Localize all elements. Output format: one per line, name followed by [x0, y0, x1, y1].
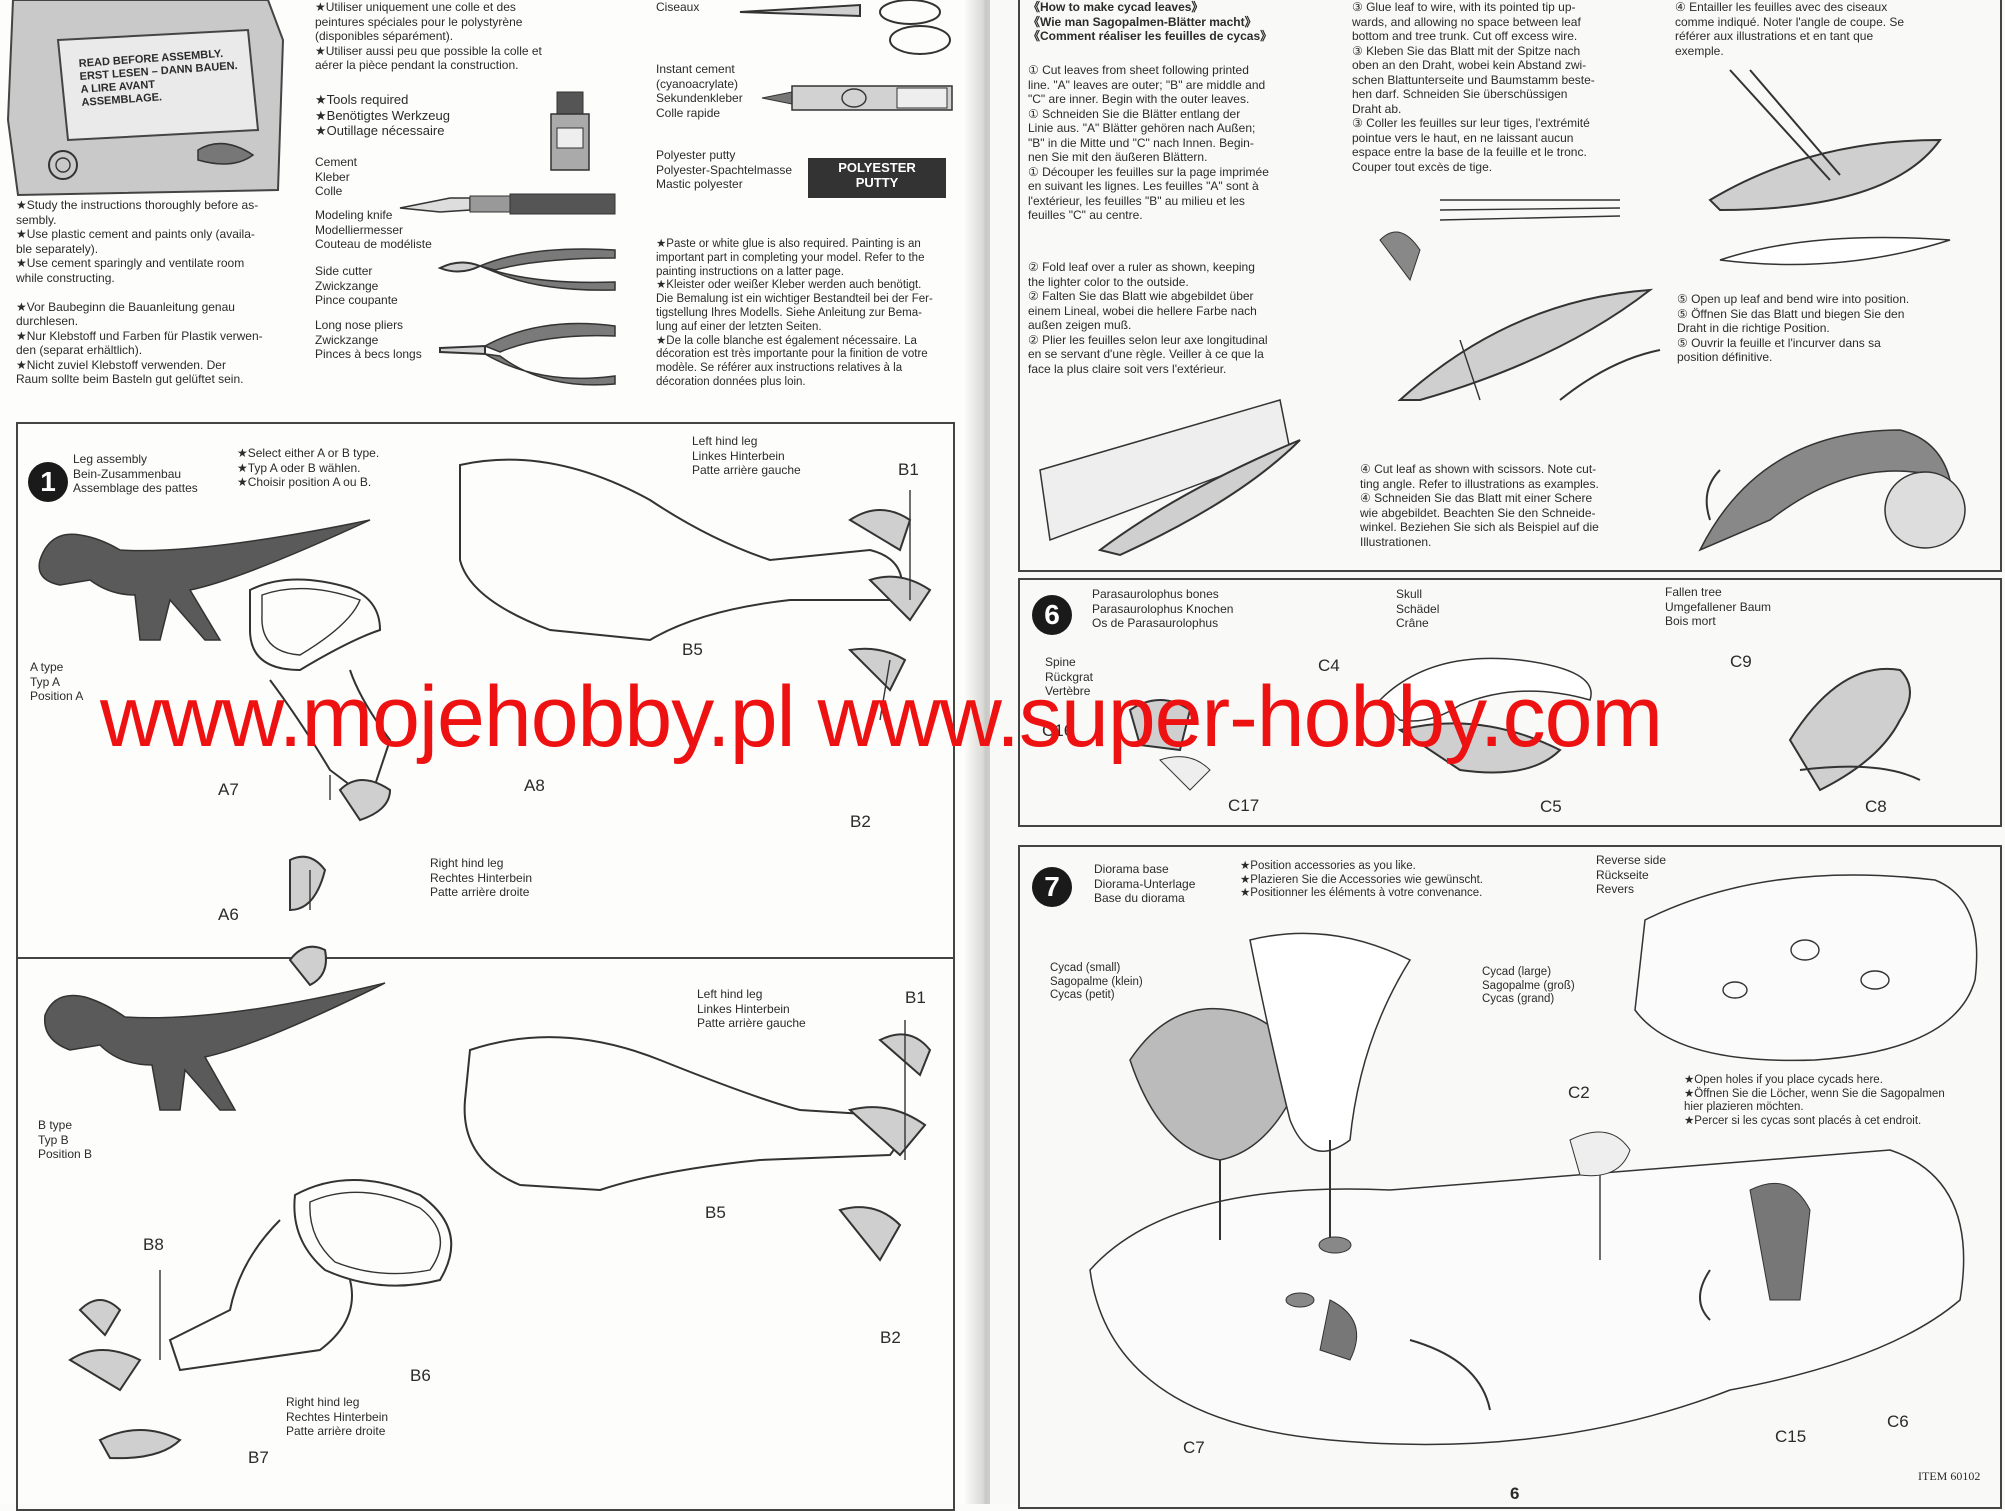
- part-label-c6: C6: [1887, 1412, 1909, 1431]
- part-label-b1: B1: [898, 460, 919, 479]
- tools-title: ★Tools required ★Benötigtes Werkzeug ★Ou…: [315, 92, 450, 138]
- open-leaf-illustration: [1698, 429, 1966, 552]
- cycad-step1: ① Cut leaves from sheet following printe…: [1028, 63, 1269, 222]
- cycad-step3: ③ Glue leaf to wire, with its pointed ti…: [1352, 0, 1595, 174]
- b-type-label: B type Typ B Position B: [38, 1118, 93, 1161]
- part-label-b8: B8: [143, 1235, 164, 1254]
- part-label-c2: C2: [1568, 1083, 1590, 1102]
- part-label-a7: A7: [218, 780, 239, 799]
- left-leg-label: Left hind leg Linkes Hinterbein Patte ar…: [692, 434, 801, 477]
- intro-notes: ★Study the instructions thoroughly befor…: [16, 198, 263, 386]
- step6-number: 6: [1032, 595, 1072, 635]
- left-page: READ BEFORE ASSEMBLY. ERST LESEN – DANN …: [0, 0, 975, 1511]
- part-label-c5: C5: [1540, 797, 1562, 816]
- step7-number: 7: [1032, 867, 1072, 907]
- fallen-tree-label: Fallen tree Umgefallener Baum Bois mort: [1665, 585, 1772, 628]
- dinosaur-a-illustration: [38, 519, 371, 641]
- part-label-b2: B2: [850, 812, 871, 831]
- cycad-step5: ⑤ Open up leaf and bend wire into positi…: [1677, 292, 1910, 364]
- tool-pliers-label: Long nose pliers Zwickzange Pinces à bec…: [315, 318, 422, 361]
- part-label-b6: B6: [410, 1366, 431, 1385]
- cycad-step4: ④ Cut leaf as shown with scissors. Note …: [1360, 462, 1599, 549]
- part-label-c4: C4: [1318, 656, 1340, 675]
- tool-scissors-label: Ciseaux: [656, 0, 700, 14]
- part-label-c15: C15: [1775, 1427, 1807, 1446]
- right-leg-label-b: Right hind leg Rechtes Hinterbein Patte …: [286, 1395, 389, 1438]
- part-label-b5: B5: [682, 640, 703, 659]
- page-number: 6: [1510, 1484, 1520, 1503]
- reverse-side-label: Reverse side Rückseite Revers: [1596, 853, 1667, 896]
- long-nose-pliers-icon: [439, 322, 616, 386]
- diorama-assembly-illustration: [1089, 932, 1965, 1446]
- watermark-text: www.mojehobby.pl www.super-hobby.com: [100, 669, 1663, 765]
- step7-note: ★Position accessories as you like. ★Plaz…: [1240, 860, 1483, 899]
- leaf-wire-illustration: [1379, 199, 1661, 401]
- tool-instant-label: Instant cement (cyanoacrylate) Sekundenk…: [656, 62, 743, 120]
- step1-note: ★Select either A or B type. ★Typ A oder …: [237, 446, 380, 489]
- scissor-cut-illustration: [1708, 69, 1951, 266]
- stone-sign-illustration: [6, 0, 285, 197]
- item-code: ITEM 60102: [1918, 1469, 1981, 1483]
- a-type-label: A type Typ A Position A: [30, 660, 84, 703]
- modeling-knife-icon: [399, 193, 616, 215]
- step1-title: Leg assembly Bein-Zusammenbau Assemblage…: [73, 452, 198, 495]
- tool-cement-label: Cement Kleber Colle: [315, 155, 358, 198]
- scissors-icon: [739, 0, 951, 55]
- tool-putty-label: Polyester putty Polyester-Spachtelmasse …: [656, 148, 793, 191]
- putty-tube: POLYESTER PUTTY: [808, 158, 946, 198]
- side-cutter-icon: [437, 248, 616, 291]
- part-label-b7: B7: [248, 1448, 269, 1467]
- leg-a-assembly: [249, 458, 932, 987]
- part-label-c16: C16: [1042, 721, 1074, 740]
- left-leg-label-b: Left hind leg Linkes Hinterbein Patte ar…: [697, 987, 806, 1030]
- paint-note: ★Paste or white glue is also required. P…: [656, 238, 933, 388]
- cycad-small-label: Cycad (small) Sagopalme (klein) Cycas (p…: [1050, 962, 1143, 1001]
- tool-knife-label: Modeling knife Modelliermesser Couteau d…: [315, 208, 432, 251]
- step6-title: Parasaurolophus bones Parasaurolophus Kn…: [1092, 587, 1234, 630]
- skull-label: Skull Schädel Crâne: [1396, 587, 1440, 630]
- step6-panel: [1018, 578, 2002, 827]
- part-label-c9: C9: [1730, 652, 1752, 671]
- cycad-title: 《How to make cycad leaves》 《Wie man Sago…: [1028, 0, 1273, 43]
- fr-notes: ★Utiliser uniquement une colle et des pe…: [315, 0, 542, 72]
- part-label-b5-b: B5: [705, 1203, 726, 1222]
- step6-bones-illustration: [1128, 657, 1921, 792]
- cycad-panel: [1018, 0, 2002, 572]
- cycad-step2: ② Fold leaf over a ruler as shown, keepi…: [1028, 260, 1268, 376]
- step1-divider: [18, 957, 953, 959]
- part-label-a6: A6: [218, 905, 239, 924]
- cycad-large-label: Cycad (large) Sagopalme (groß) Cycas (gr…: [1482, 966, 1575, 1005]
- holes-note: ★Open holes if you place cycads here. ★Ö…: [1684, 1074, 1945, 1127]
- part-label-c8: C8: [1865, 797, 1887, 816]
- step7-title: Diorama base Diorama-Unterlage Base du d…: [1094, 862, 1196, 905]
- cycad-step4-fr: ④ Entailler les feuilles avec des ciseau…: [1675, 0, 1905, 58]
- part-label-c7: C7: [1183, 1438, 1205, 1457]
- right-leg-label: Right hind leg Rechtes Hinterbein Patte …: [430, 856, 533, 899]
- dinosaur-b-illustration: [43, 982, 386, 1111]
- step1-number: 1: [28, 462, 68, 502]
- spine-label: Spine Rückgrat Vertèbre: [1045, 655, 1094, 698]
- ruler-fold-illustration: [1039, 399, 1301, 557]
- part-label-b2-b: B2: [880, 1328, 901, 1347]
- right-page: 《How to make cycad leaves》 《Wie man Sago…: [990, 0, 2005, 1509]
- leg-b-assembly: [68, 1020, 932, 1460]
- part-label-b1-b: B1: [905, 988, 926, 1007]
- tool-cutter-label: Side cutter Zwickzange Pince coupante: [315, 264, 398, 307]
- part-label-c17: C17: [1228, 796, 1260, 815]
- instant-cement-icon: [761, 85, 953, 111]
- part-label-a8: A8: [524, 776, 545, 795]
- cement-bottle-icon: [550, 91, 590, 171]
- diorama-base-reverse: [1634, 874, 1978, 1062]
